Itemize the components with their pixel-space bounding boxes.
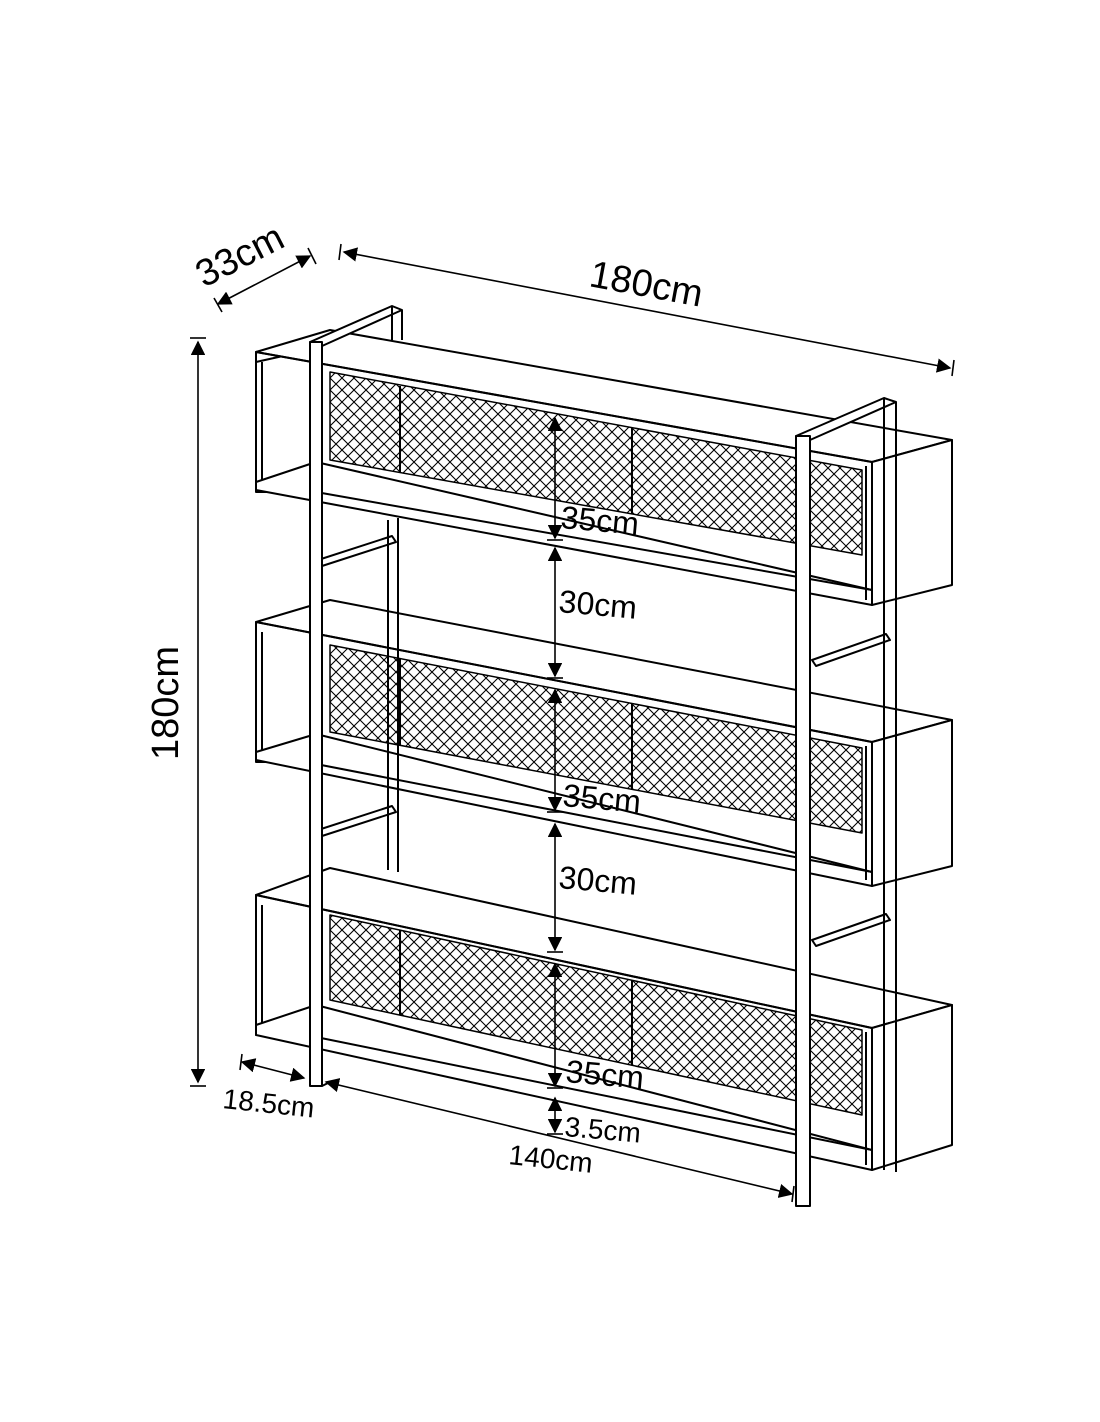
- inner-width-label: 140cm: [507, 1139, 594, 1179]
- mesh-panel-middle: [329, 644, 863, 834]
- mesh-panel-bottom: [329, 914, 863, 1116]
- depth-label: 33cm: [189, 216, 291, 296]
- gap-label-3: 35cm: [561, 777, 642, 820]
- shelf-box-top: [255, 329, 953, 606]
- shelf-box-middle: [255, 599, 953, 887]
- gap-label-4: 30cm: [557, 859, 638, 902]
- top-width-dimension-line: [342, 247, 952, 373]
- cross-bars: [317, 518, 891, 947]
- gap-label-1: 35cm: [559, 499, 640, 542]
- side-offset-dimension-line: [240, 1058, 306, 1082]
- gap-label-5: 35cm: [564, 1053, 645, 1096]
- depth-dimension-line: [216, 255, 312, 305]
- inner-width-dimension-line: [324, 1078, 794, 1198]
- mesh-panel-top: [329, 371, 863, 556]
- gap-label-2: 30cm: [557, 583, 638, 626]
- leg-height-label: 3.5cm: [563, 1111, 642, 1149]
- right-upright: [795, 397, 897, 1207]
- side-offset-label: 18.5cm: [221, 1083, 316, 1123]
- height-label: 180cm: [145, 646, 187, 760]
- top-width-label: 180cm: [586, 254, 706, 316]
